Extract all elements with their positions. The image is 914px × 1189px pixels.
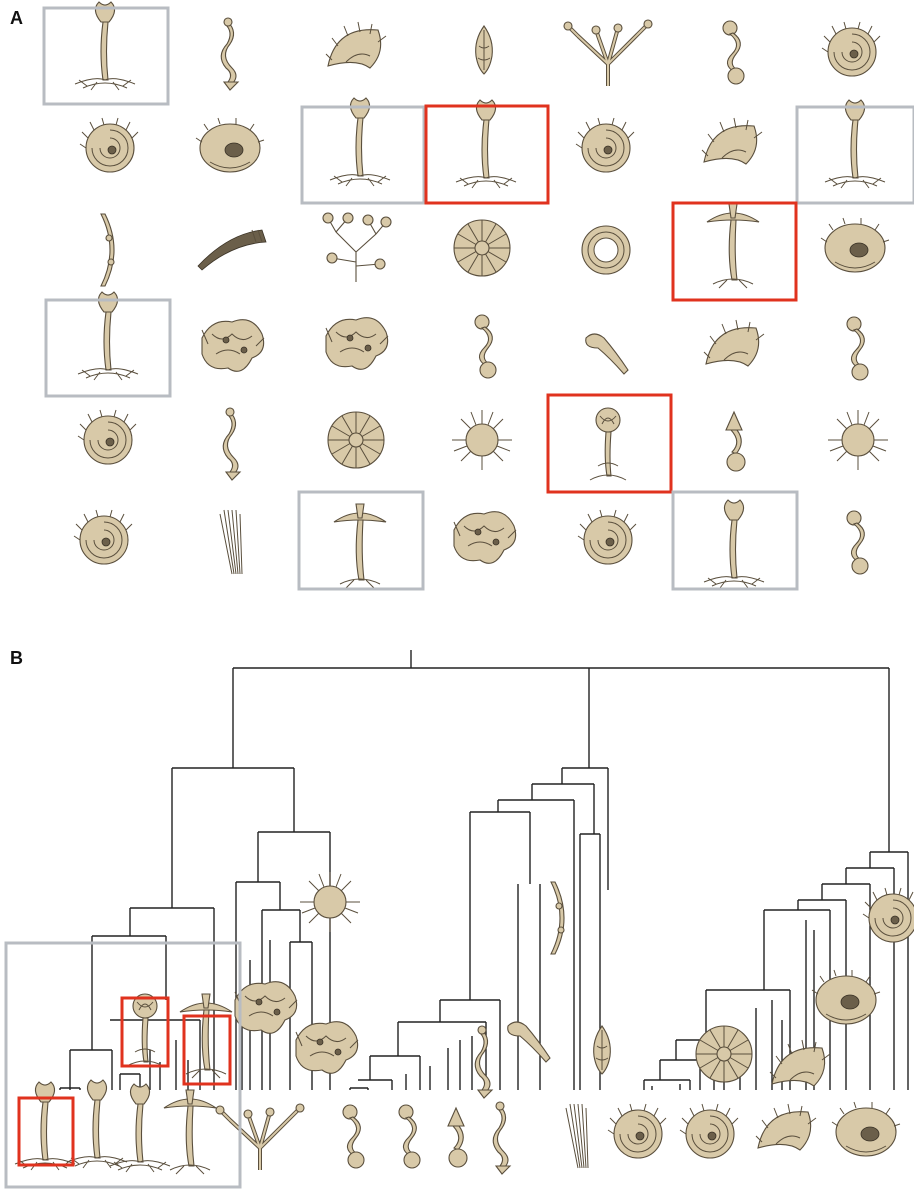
bead-icon — [847, 511, 868, 574]
coral-icon — [326, 318, 388, 370]
horn-icon — [198, 230, 266, 270]
ammonite-icon — [608, 1104, 666, 1158]
umbrella-flower-icon — [707, 204, 759, 288]
cone-bead-icon — [448, 1108, 467, 1167]
rose-icon — [590, 408, 626, 480]
ammonite-icon — [80, 118, 138, 172]
flower-icon — [456, 100, 516, 188]
whisk-icon — [220, 510, 242, 574]
shell-fan-icon — [702, 118, 762, 164]
coral-icon — [235, 982, 297, 1034]
club-icon — [586, 334, 628, 374]
spiral-icon — [696, 1026, 752, 1082]
club-icon — [508, 1022, 550, 1062]
shell-fan-icon — [756, 1104, 816, 1150]
flower-icon — [704, 500, 764, 588]
dendrogram-leaves — [15, 1080, 900, 1174]
bead-icon — [475, 315, 496, 378]
cone-bead-icon — [726, 412, 745, 471]
panel-a-frames — [44, 8, 914, 589]
arc-icon — [101, 214, 114, 286]
umbrella-flower-icon — [334, 504, 386, 588]
dendrogram — [60, 650, 908, 1090]
ammonite-icon — [822, 22, 880, 76]
twist-icon — [223, 408, 240, 480]
shell-fan-icon — [704, 320, 764, 366]
twist-icon — [221, 18, 238, 90]
bead-icon — [723, 21, 744, 84]
coral-icon — [296, 1022, 358, 1074]
urchin-icon — [828, 410, 888, 470]
spiral-icon — [454, 220, 510, 276]
ammonite-icon — [78, 410, 136, 464]
ammonite-icon — [680, 1104, 738, 1158]
ammonite-icon — [74, 510, 132, 564]
torus-shell-icon — [832, 1102, 900, 1156]
rose-icon — [127, 994, 163, 1066]
coral-icon — [202, 320, 264, 372]
bead-icon — [399, 1105, 420, 1168]
flower-icon — [825, 100, 885, 188]
umbrella-flower-icon — [164, 1090, 216, 1174]
torus-shell-icon — [196, 118, 264, 172]
spiral-icon — [328, 412, 384, 468]
twist-icon — [475, 1026, 492, 1098]
urchin-icon — [452, 410, 512, 470]
pod-icon — [476, 26, 493, 74]
arc-icon — [551, 882, 564, 954]
shell-fan-icon — [770, 1040, 830, 1086]
bead-icon — [343, 1105, 364, 1168]
bead-icon — [847, 317, 868, 380]
branch-icon — [564, 20, 652, 86]
urchin-icon — [300, 872, 360, 932]
branch-icon — [216, 1104, 304, 1170]
torus-shell-icon — [821, 218, 889, 272]
ring-icon — [582, 226, 630, 274]
flower-icon — [330, 98, 390, 186]
shell-fan-icon — [326, 22, 386, 68]
ammonite-icon — [576, 118, 634, 172]
flower-icon — [15, 1082, 75, 1170]
flower-icon — [75, 2, 135, 90]
coral-icon — [454, 512, 516, 564]
flower-icon — [67, 1080, 127, 1168]
flower-icon — [78, 292, 138, 380]
dendrogram-creatures — [127, 872, 914, 1098]
bush-icon — [323, 213, 391, 282]
ammonite-icon — [578, 510, 636, 564]
pod-icon — [594, 1026, 611, 1074]
whisk-icon — [566, 1104, 588, 1168]
panel-a-grid — [74, 2, 889, 588]
twist-icon — [493, 1102, 510, 1174]
